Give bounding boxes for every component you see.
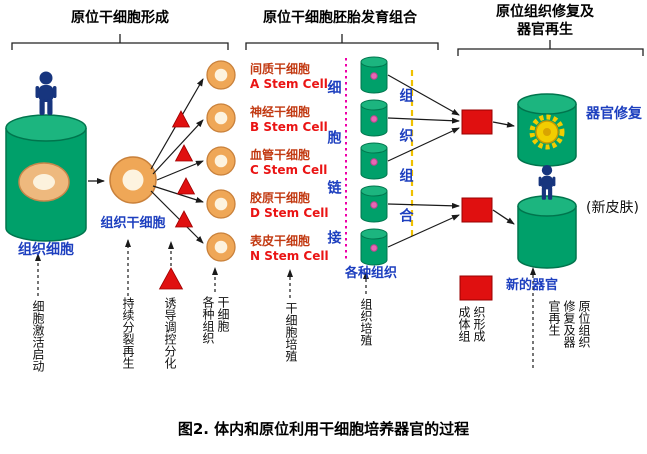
mini-cylinder-3: [360, 142, 388, 180]
organ-repair-cylinder: [517, 93, 577, 167]
stem-cell-cn-b: 神经干细胞: [250, 105, 311, 119]
stem-cell-row-a: 间质干细胞 A Stem Cell: [250, 60, 342, 91]
in-situ-regeneration-label: 原位组织修复及器官再生: [547, 300, 591, 348]
tissue-culture-label: 组织培殖: [359, 298, 373, 346]
stem-cell-row-n: 表皮干细胞 N Stem Cell: [250, 232, 342, 263]
stem-donut-column: [206, 60, 236, 262]
red-square-bottom: [461, 197, 493, 223]
tissue-cells-label: 组织细胞: [18, 242, 74, 258]
label-continuous-division: 持续分裂再生: [121, 297, 135, 369]
stem-cell-cn-n: 表皮干细胞: [250, 234, 311, 248]
stem-cell-en-b: B Stem Cell: [250, 120, 328, 134]
stem-cell-en-n: N Stem Cell: [250, 249, 329, 263]
red-square-top: [461, 109, 493, 135]
bracket-right: [457, 40, 644, 56]
adult-tissue-label: 成体组织形成: [457, 306, 486, 342]
bracket-middle: [245, 34, 439, 50]
dashed-process-arrows: [35, 239, 536, 368]
red-triangle-3: [176, 177, 196, 195]
label-various-stem-cells: 各种组织干细胞: [201, 296, 230, 344]
cell-link-label: 细胞链接: [325, 80, 342, 280]
person-icon: [35, 71, 57, 115]
stem-donut-5: [206, 232, 236, 262]
label-induced-differentiation: 诱导调控分化: [163, 297, 177, 369]
stem-donut-1: [206, 60, 236, 90]
fan-arrows: [150, 78, 204, 244]
stem-cell-row-b: 神经干细胞 B Stem Cell: [250, 103, 342, 134]
header-middle: 原位干细胞胚胎发育组合: [263, 10, 417, 26]
tissue-cell-cylinder: [5, 114, 87, 242]
mini-cylinder-1: [360, 56, 388, 94]
tissue-stem-donut: [109, 156, 157, 204]
organ-repair-label: 器官修复: [586, 106, 642, 122]
new-skin-label: (新皮肤): [586, 200, 639, 216]
bracket-left: [11, 34, 229, 50]
cell-nucleus-core: [33, 174, 55, 190]
arrow-to-organ-repair: [492, 121, 515, 128]
new-skin-cylinder: [517, 195, 577, 269]
stem-donut-4: [206, 189, 236, 219]
header-right-line1: 原位组织修复及: [496, 4, 594, 20]
mini-cylinder-2: [360, 99, 388, 137]
person-icon-small: [538, 165, 556, 200]
mini-cylinder-5: [360, 228, 388, 266]
mini-cylinder-column: [360, 56, 388, 266]
red-triangle-4: [174, 210, 194, 228]
stem-cell-en-a: A Stem Cell: [250, 77, 328, 91]
tissue-stem-cells-label: 组织干细胞: [100, 216, 166, 231]
new-organ-label: 新的器官: [505, 278, 558, 293]
red-triangle-big: [158, 267, 184, 290]
red-triangle-2: [174, 144, 194, 162]
header-right-line2: 器官再生: [517, 22, 573, 38]
header-left: 原位干细胞形成: [71, 10, 169, 26]
stem-cell-culture-label: 干细胞培殖: [284, 302, 298, 362]
stem-cell-cn-c: 血管干细胞: [250, 148, 311, 162]
figure-caption: 图2. 体内和原位利用干细胞培养器官的过程: [177, 420, 470, 438]
stem-cell-row-c: 血管干细胞 C Stem Cell: [250, 146, 342, 177]
red-square-adult-tissue: [459, 275, 493, 301]
stem-cell-cn-d: 胶原干细胞: [250, 191, 311, 205]
gear-icon: [529, 114, 565, 150]
various-tissues-label: 各种组织: [344, 266, 397, 281]
stem-donut-3: [206, 146, 236, 176]
tissue-combine-label: 组织组合: [397, 88, 414, 248]
red-triangle-1: [171, 110, 191, 128]
label-cell-activation: 细胞激活启动: [31, 300, 45, 372]
converge-arrows: [387, 74, 460, 248]
stem-cell-en-c: C Stem Cell: [250, 163, 328, 177]
stem-cell-row-d: 胶原干细胞 D Stem Cell: [250, 189, 342, 220]
inducer-triangles: [158, 110, 196, 290]
stem-cell-en-d: D Stem Cell: [250, 206, 329, 220]
stem-donut-2: [206, 103, 236, 133]
arrow-to-new-skin: [492, 209, 515, 225]
mini-cylinder-4: [360, 185, 388, 223]
stem-cell-cn-a: 间质干细胞: [250, 62, 311, 76]
